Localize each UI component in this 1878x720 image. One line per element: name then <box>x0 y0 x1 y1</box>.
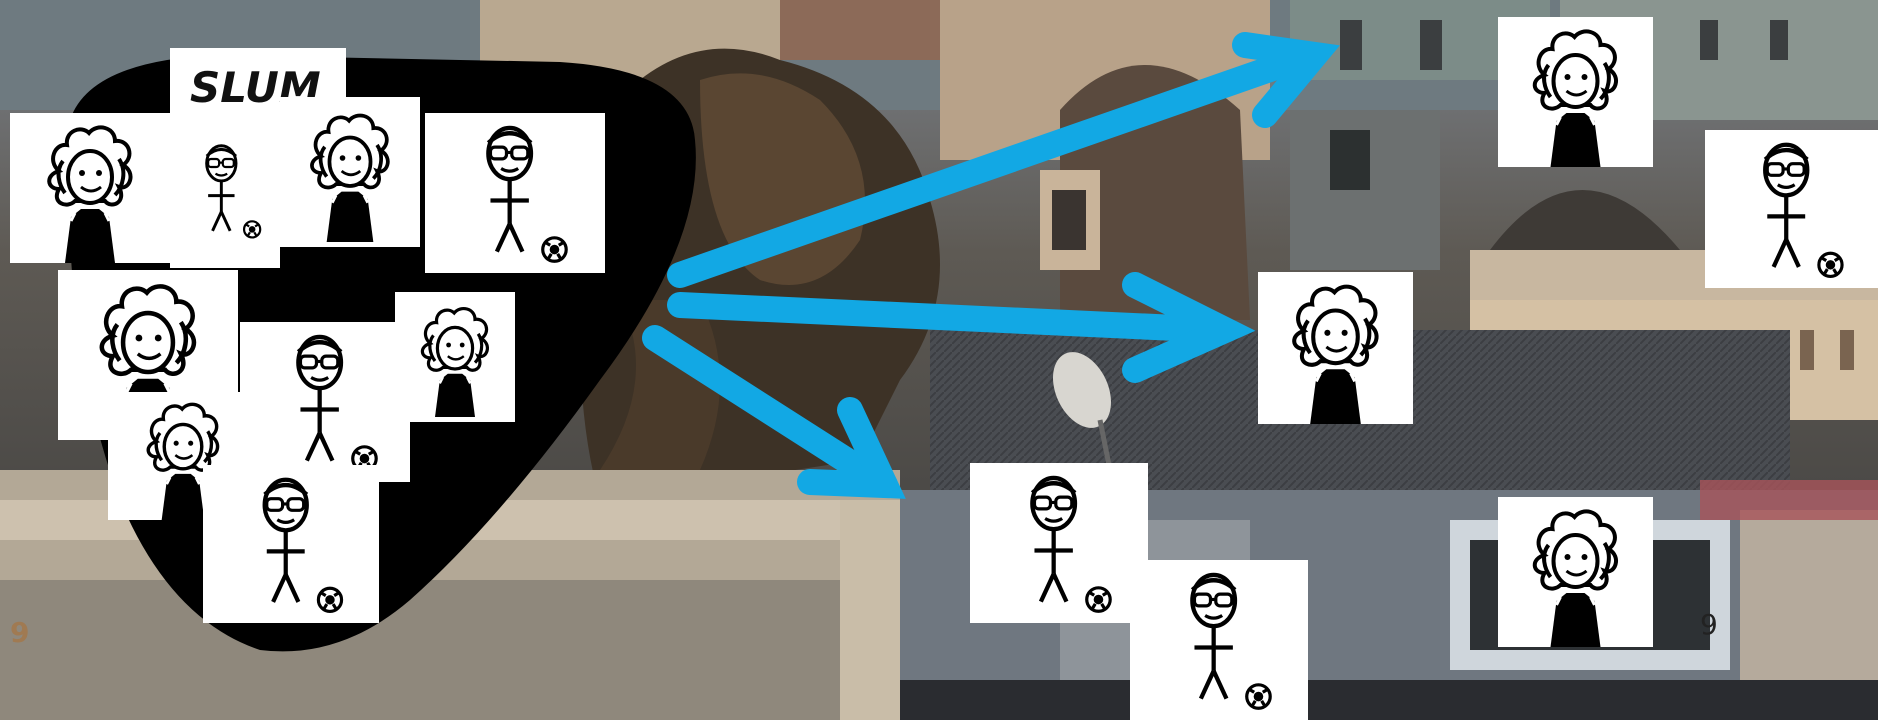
dest-girl-card-top <box>1498 17 1653 167</box>
boy-icon <box>1130 560 1308 720</box>
slum-boy-card-3 <box>240 322 410 482</box>
slum-girl-card-4 <box>395 292 515 422</box>
dest-girl-card-bottom-right <box>1498 497 1653 647</box>
slum-girl-card-2 <box>280 97 420 247</box>
boy-icon <box>240 322 410 482</box>
dest-boy-card-right <box>1705 130 1878 288</box>
slum-boy-card-2 <box>425 113 605 273</box>
page-number-right: 9 <box>1700 608 1718 641</box>
girl-icon <box>10 113 170 263</box>
girl-icon <box>280 97 420 247</box>
dest-boy-card-lower-1 <box>970 463 1148 623</box>
boy-icon <box>203 465 379 623</box>
dest-girl-card-middle <box>1258 272 1413 424</box>
slum-girl-card-1 <box>10 113 170 263</box>
slum-boy-card-4 <box>203 465 379 623</box>
girl-icon <box>1258 272 1413 424</box>
page-number-left: 9 <box>10 616 29 649</box>
boy-icon <box>970 463 1148 623</box>
girl-icon <box>1498 17 1653 167</box>
slum-boy-card-1 <box>170 113 280 268</box>
boy-icon <box>425 113 605 273</box>
dest-boy-card-lower-2 <box>1130 560 1308 720</box>
boy-icon <box>170 113 280 268</box>
girl-icon <box>1498 497 1653 647</box>
boy-icon <box>1705 130 1878 288</box>
girl-icon <box>395 292 515 422</box>
